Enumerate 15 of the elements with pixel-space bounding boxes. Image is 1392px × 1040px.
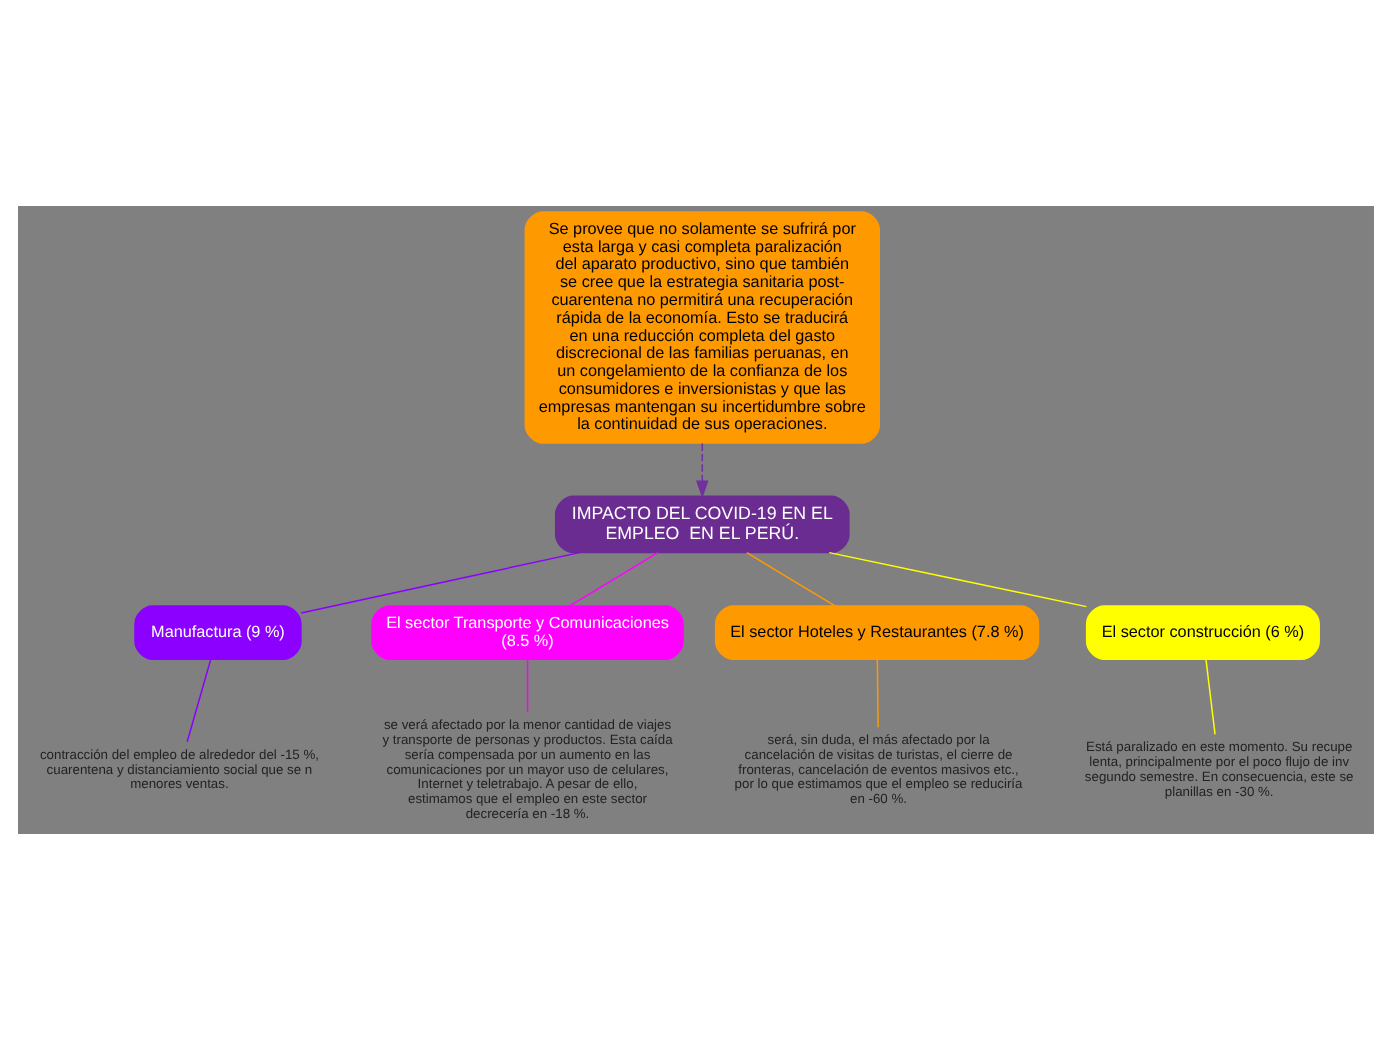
connector xyxy=(746,552,836,607)
connector xyxy=(300,551,581,614)
node-box: El sector Transporte y Comunicaciones (8.5 %) xyxy=(371,605,684,660)
connector xyxy=(186,658,212,743)
connector xyxy=(876,658,879,728)
node-box: Manufactura (9 %) xyxy=(134,605,302,660)
node-box: IMPACTO DEL COVID-19 EN EL EMPLEO EN EL PERÚ. xyxy=(554,495,850,554)
node-box: El sector construcción (6 %) xyxy=(1085,605,1320,660)
node-box: Se provee que no solamente se sufrirá por esta larga y casi completa paralización del aparato productivo, sino que también se cree que la estrategia sanitaria post-cuarentena no permitirá una recuperación rápida de la economía. Esto se traducirá en una reducción completa del gasto discrecional de las familias peruanas, en un congelamiento de la confianza de los consumidores e inversionistas y que las empresas mantengan su incertidumbre sobre la continuidad de sus operaciones. xyxy=(524,211,881,444)
connector xyxy=(828,551,1088,608)
node-box: El sector Hoteles y Restaurantes (7.8 %) xyxy=(714,605,1040,660)
connector xyxy=(526,658,529,714)
connector xyxy=(568,552,659,607)
arrow xyxy=(696,442,709,499)
connector xyxy=(1205,658,1216,736)
